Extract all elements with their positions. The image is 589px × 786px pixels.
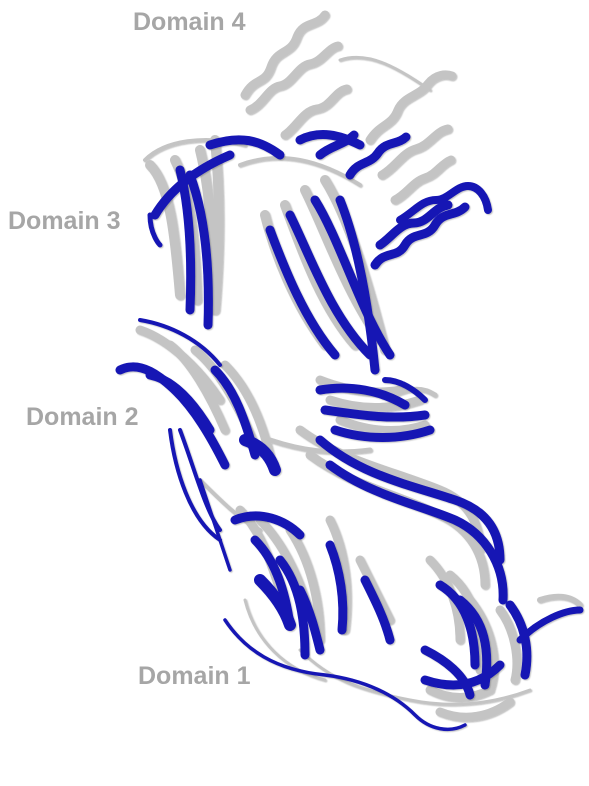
domain-3-label: Domain 3 [8, 207, 121, 236]
domain-1-label: Domain 1 [138, 662, 251, 691]
domain-2-label: Domain 2 [26, 403, 139, 432]
domain-4-label: Domain 4 [133, 8, 246, 37]
